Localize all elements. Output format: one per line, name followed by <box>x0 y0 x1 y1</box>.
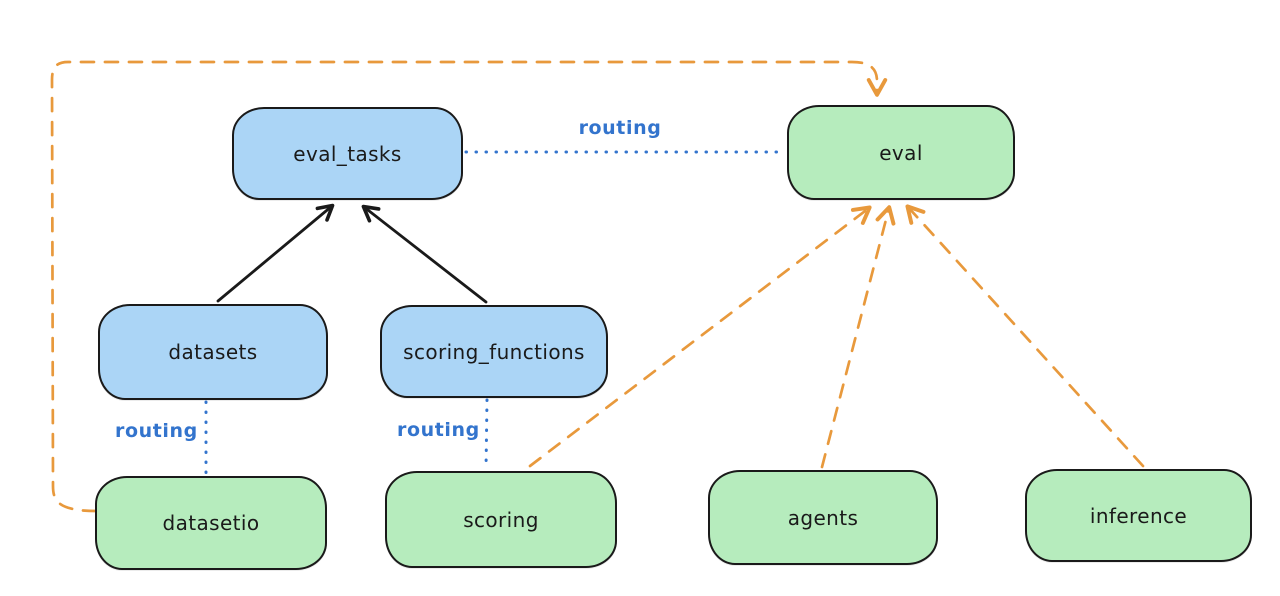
node-inference: inference <box>1025 469 1252 562</box>
node-datasetio-label: datasetio <box>162 511 260 535</box>
node-datasets-label: datasets <box>168 340 258 364</box>
node-scoring-label: scoring <box>463 507 539 532</box>
edge-label-routing-datasets-datasetio: routing <box>115 420 198 442</box>
node-inference-label: inference <box>1089 503 1188 528</box>
node-agents: agents <box>708 470 938 565</box>
node-scoring: scoring <box>385 471 617 568</box>
node-scoring-functions: scoring_functions <box>380 305 608 398</box>
node-agents-label: agents <box>787 505 859 530</box>
edge-label-routing-scoring-functions-scoring: routing <box>397 419 480 441</box>
edge-inference-to-eval <box>905 204 1145 468</box>
node-eval-label: eval <box>879 140 923 165</box>
edge-agents-to-eval <box>820 205 896 469</box>
node-eval: eval <box>787 105 1015 200</box>
edge-datasets-to-eval-tasks <box>216 203 335 303</box>
node-datasets: datasets <box>98 304 328 400</box>
edge-scoring-functions-to-eval-tasks <box>361 204 488 304</box>
node-eval-tasks-label: eval_tasks <box>293 141 402 166</box>
edge-label-routing-eval-tasks-eval: routing <box>578 117 662 139</box>
edge-datasetio-to-eval <box>50 60 888 513</box>
edge-scoring-functions-to-scoring <box>484 398 489 471</box>
node-eval-tasks: eval_tasks <box>232 107 463 200</box>
node-scoring-functions-label: scoring_functions <box>403 339 585 364</box>
edge-scoring-to-eval <box>528 205 872 468</box>
node-datasetio: datasetio <box>95 476 327 570</box>
